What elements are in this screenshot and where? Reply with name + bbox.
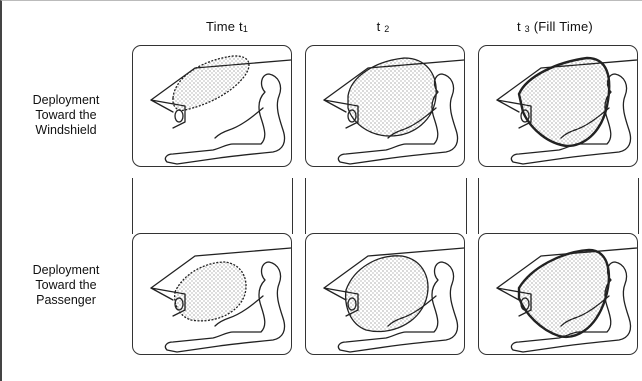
panel-drawing xyxy=(306,46,465,167)
row-heading-passenger: Deployment Toward the Passenger xyxy=(10,263,122,308)
panel-windshield-t3 xyxy=(478,45,638,167)
row-heading-windshield: Deployment Toward the Windshield xyxy=(10,93,122,138)
connector-line xyxy=(132,178,133,234)
column-heading-t1: Time t1 xyxy=(152,19,302,34)
panel-passenger-t2 xyxy=(305,233,465,355)
airbag-shape xyxy=(348,58,436,136)
occupant-arm xyxy=(215,108,263,138)
connector-line xyxy=(305,178,306,234)
row-heading-line: Windshield xyxy=(10,123,122,138)
column-heading-t3-suffix: (Fill Time) xyxy=(530,19,593,34)
row-heading-line: Passenger xyxy=(10,293,122,308)
panel-drawing xyxy=(479,234,638,355)
row-heading-line: Deployment xyxy=(10,263,122,278)
panel-windshield-t1 xyxy=(132,45,292,167)
airbag-shape xyxy=(175,262,246,321)
row-heading-line: Deployment xyxy=(10,93,122,108)
row-heading-line: Toward the xyxy=(10,108,122,123)
airbag-shape xyxy=(519,250,609,337)
airbag-module xyxy=(175,110,183,122)
airbag-shape xyxy=(519,58,609,146)
panel-drawing xyxy=(133,46,292,167)
column-heading-t1-label: Time t xyxy=(206,19,243,34)
column-heading-t2: t 2 xyxy=(308,19,458,34)
connector-line xyxy=(478,178,479,234)
connector-line xyxy=(638,178,639,234)
connector-line xyxy=(292,178,293,234)
column-heading-t3-label: t xyxy=(517,19,525,34)
panel-drawing xyxy=(133,234,292,355)
panel-drawing xyxy=(306,234,465,355)
column-heading-t3: t 3 (Fill Time) xyxy=(480,19,630,34)
column-heading-t2-subscript: 2 xyxy=(384,24,389,34)
panel-passenger-t3 xyxy=(478,233,638,355)
connector-line xyxy=(466,178,467,234)
panel-windshield-t2 xyxy=(305,45,465,167)
airbag-shape xyxy=(346,256,428,332)
panel-drawing xyxy=(479,46,638,167)
panel-passenger-t1 xyxy=(132,233,292,355)
column-heading-t1-subscript: 1 xyxy=(243,24,248,34)
row-heading-line: Toward the xyxy=(10,278,122,293)
airbag-shape xyxy=(173,56,249,110)
